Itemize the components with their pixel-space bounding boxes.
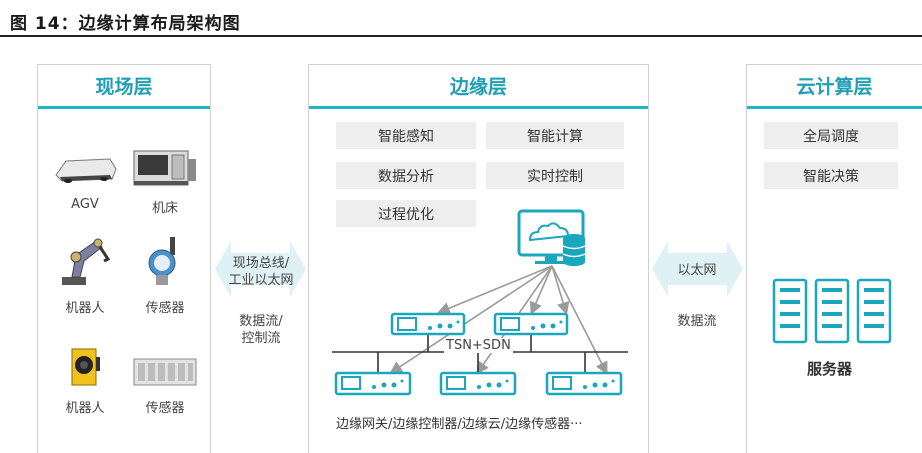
field-item-robot: 机器人 [50, 233, 120, 316]
field-layer-panel: 现场层 AGV 机床 机器人 [37, 64, 211, 453]
vision-camera-icon [71, 348, 100, 386]
field-item-sensor: 传感器 [130, 233, 200, 316]
field-item-label: 机器人 [65, 401, 105, 416]
cloud-layer-title: 云计算层 [747, 65, 922, 109]
field-item-label: 机床 [151, 201, 178, 216]
io-module-icon [133, 358, 197, 386]
link-left-label-1: 现场总线/ [232, 256, 290, 271]
field-item-label: 机器人 [65, 301, 105, 316]
field-layer-title: 现场层 [38, 65, 210, 109]
server-label: 服务器 [807, 360, 853, 378]
link-left-label-4: 控制流 [241, 331, 281, 346]
title-rule [0, 35, 922, 37]
field-item-camera: 机器人 [50, 347, 120, 416]
edge-function-computing: 智能计算 [486, 122, 624, 149]
edge-devices-label: 边缘网关/边缘控制器/边缘云/边缘传感器··· [336, 417, 583, 432]
link-left-label-3: 数据流/ [239, 314, 283, 329]
field-item-label: AGV [71, 197, 99, 212]
figure-title: 图 14：边缘计算布局架构图 [10, 14, 241, 34]
field-item-label: 传感器 [145, 401, 185, 416]
field-item-machine: 机床 [130, 145, 200, 216]
link-right-label-1: 以太网 [677, 263, 717, 278]
link-right-label-2: 数据流 [677, 314, 717, 329]
agv-vehicle-icon [55, 158, 117, 183]
edge-function-perception: 智能感知 [336, 122, 476, 149]
field-item-agv: AGV [50, 149, 120, 212]
edge-function-control: 实时控制 [486, 162, 624, 189]
edge-layer-title: 边缘层 [309, 65, 648, 109]
cloud-function-decision: 智能决策 [764, 162, 898, 189]
edge-function-optimization: 过程优化 [336, 200, 476, 227]
cloud-function-scheduling: 全局调度 [764, 122, 898, 149]
bidirectional-arrow-right [652, 241, 743, 297]
pressure-sensor-icon [148, 237, 176, 285]
edge-function-analysis: 数据分析 [336, 162, 476, 189]
field-item-label: 传感器 [145, 301, 185, 316]
link-left-label-2: 工业以太网 [228, 273, 294, 288]
robot-arm-icon [62, 238, 111, 285]
machine-tool-icon [133, 150, 196, 186]
network-label: TSN+SDN [444, 338, 513, 353]
bidirectional-arrow-left [215, 241, 306, 297]
field-item-io-module: 传感器 [130, 355, 200, 416]
